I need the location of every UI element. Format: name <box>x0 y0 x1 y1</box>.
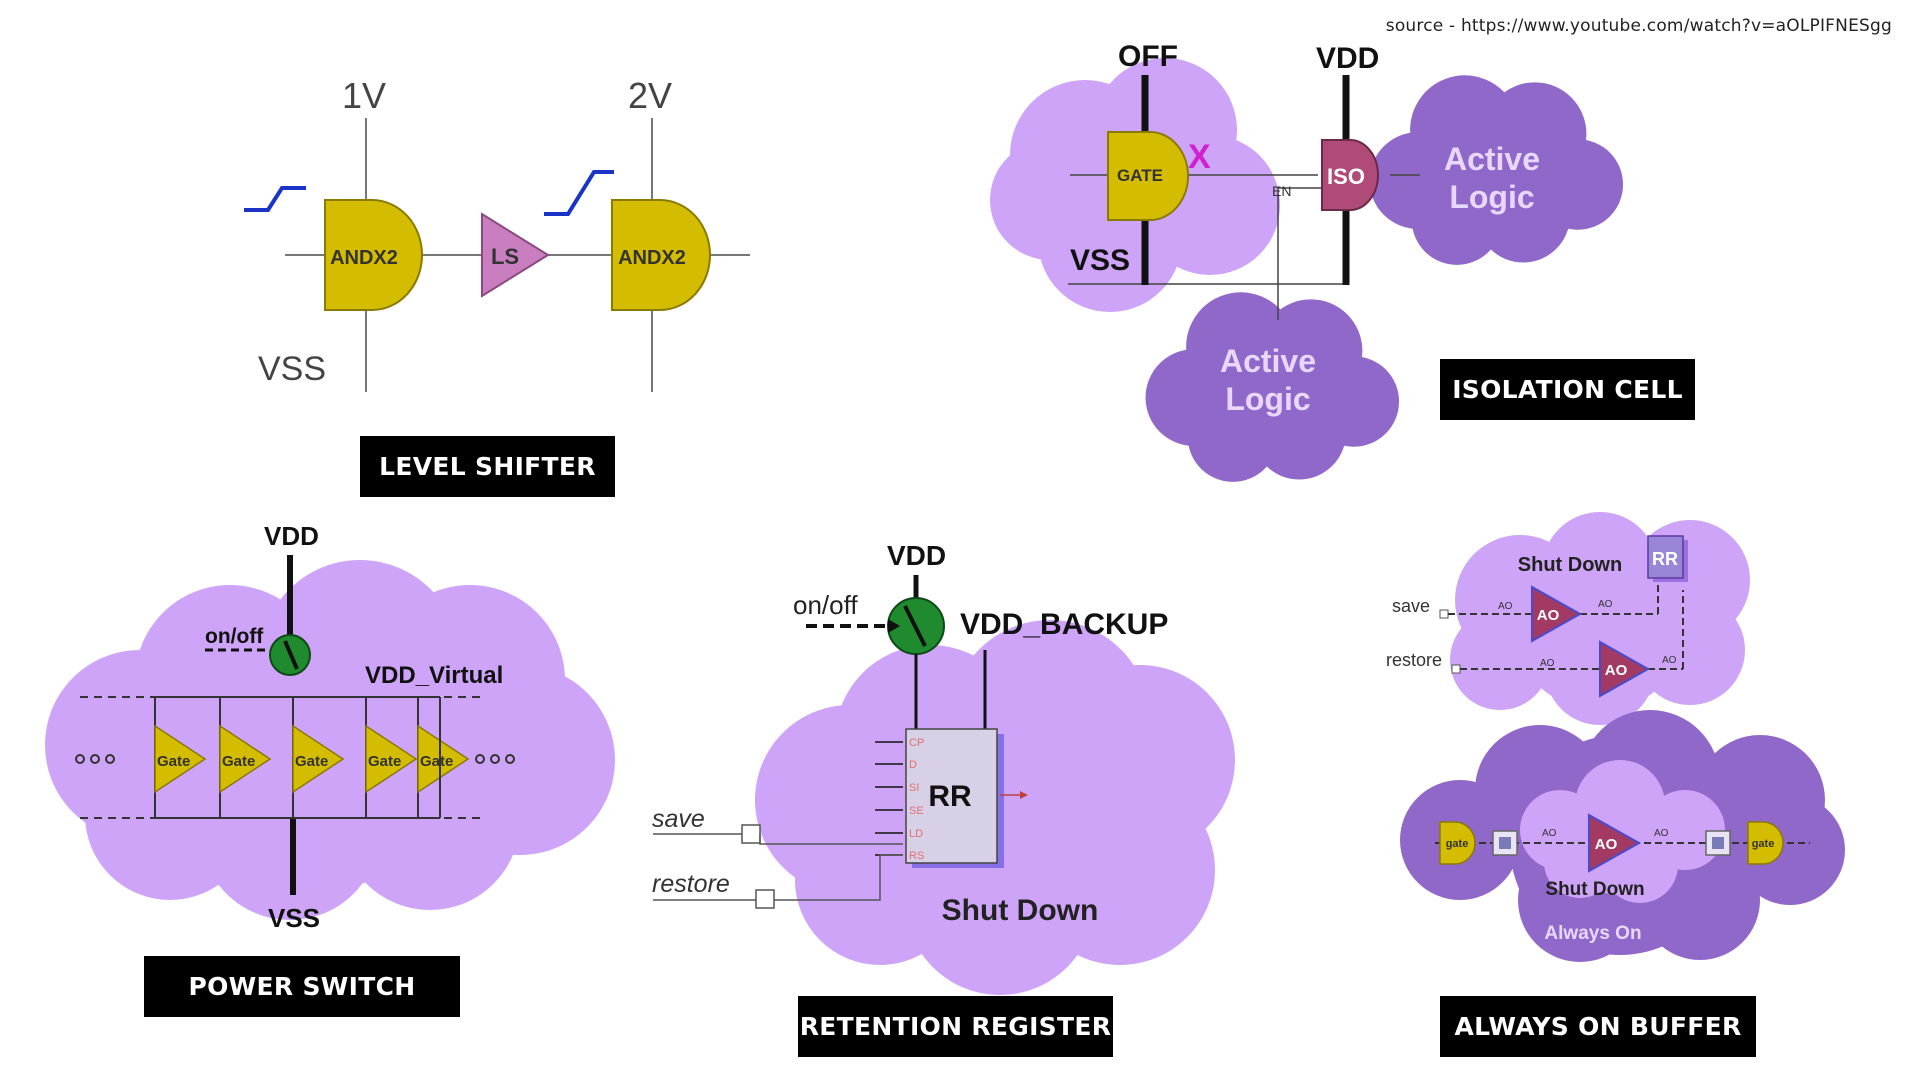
ao-buffer-restore <box>1599 640 1651 698</box>
always-on-buffer-diagram: Shut Down RR save AO AO AO restore AO AO… <box>1386 512 1845 962</box>
always-on-label: Always On <box>1544 923 1641 944</box>
ao-label-save: AO <box>1537 607 1560 624</box>
pin-cp: CP <box>909 737 924 749</box>
isolation-cell-caption: ISOLATION CELL <box>1440 359 1695 420</box>
ao-tag: AO <box>1654 828 1669 839</box>
save-label: save <box>1392 596 1430 616</box>
gate-label-3: Gate <box>295 753 328 770</box>
power-switch-diagram: VDD VSS on/off VDD_Virtual Gate Gate <box>45 521 615 933</box>
active-logic-bottom-line1: Active <box>1220 343 1316 379</box>
x-mark-icon: X <box>1188 138 1211 176</box>
gate-right <box>1747 821 1784 865</box>
ellipsis-left-icon <box>75 754 115 764</box>
onoff-label: on/off <box>793 590 858 620</box>
ao-tag: AO <box>1662 655 1677 666</box>
ao-tag: AO <box>1598 599 1613 610</box>
vdd-backup-label: VDD_BACKUP <box>960 608 1168 641</box>
isolation-cell-diagram: OFF VDD VSS GATE X EN ISO Active Logic A… <box>990 40 1624 482</box>
retention-register-caption: RETENTION REGISTER <box>798 996 1113 1057</box>
vss-label: VSS <box>268 903 320 933</box>
restore-label: restore <box>652 870 730 898</box>
and-gate-1 <box>324 199 423 311</box>
gate1-label: ANDX2 <box>330 247 398 269</box>
ao-tag: AO <box>1498 601 1513 612</box>
top-shut-down-label: Shut Down <box>1518 554 1622 576</box>
ao-buffer-main <box>1588 813 1642 873</box>
vss-label: VSS <box>258 350 326 388</box>
ao-label-main: AO <box>1595 836 1618 853</box>
ls-label: LS <box>491 244 519 269</box>
en-label: EN <box>1272 183 1291 199</box>
level-shifter-icon <box>481 212 550 298</box>
rail-2v-label: 2V <box>628 75 672 116</box>
and-gate-2 <box>611 199 711 311</box>
always-on-buffer-caption: ALWAYS ON BUFFER <box>1440 996 1756 1057</box>
power-switch-cloud <box>45 560 615 920</box>
gate-array: Gate Gate Gate Gate Gate <box>154 697 470 818</box>
ao-tag: AO <box>1542 828 1557 839</box>
pin-rs: RS <box>909 850 924 862</box>
ao-buffer-save <box>1531 585 1583 643</box>
high-voltage-edge-icon <box>544 170 614 216</box>
bottom-shut-down-label: Shut Down <box>1545 879 1644 900</box>
off-label: OFF <box>1118 40 1178 73</box>
rail-1v-label: 1V <box>342 75 386 116</box>
pin-si: SI <box>909 782 919 794</box>
gate-label: GATE <box>1117 166 1163 185</box>
iso-label: ISO <box>1327 164 1365 189</box>
retention-register-box <box>905 728 998 864</box>
shut-down-label: Shut Down <box>942 894 1099 927</box>
gate-left <box>1439 821 1476 865</box>
gate-label-2: Gate <box>222 753 255 770</box>
vdd-label: VDD <box>1316 42 1379 75</box>
gate2-label: ANDX2 <box>618 247 686 269</box>
gate-cell <box>1107 131 1189 221</box>
ao-label-restore: AO <box>1605 662 1628 679</box>
save-label: save <box>652 805 705 833</box>
power-switch-caption: POWER SWITCH <box>144 956 460 1017</box>
source-note: source - https://www.youtube.com/watch?v… <box>1385 16 1892 36</box>
vdd-label: VDD <box>264 521 319 551</box>
low-voltage-edge-icon <box>244 186 306 212</box>
restore-label: restore <box>1386 650 1442 670</box>
gate-left-label: gate <box>1446 838 1469 850</box>
pin-d: D <box>909 759 917 771</box>
active-logic-bottom-line2: Logic <box>1225 381 1310 417</box>
gate-label-5: Gate <box>420 753 453 770</box>
vdd-virtual-label: VDD_Virtual <box>365 662 503 689</box>
gate-right-label: gate <box>1752 838 1775 850</box>
restore-port <box>755 889 775 909</box>
save-port <box>741 824 761 844</box>
pin-ld: LD <box>909 828 923 840</box>
retention-register-diagram: VDD on/off VDD_BACKUP RR CP D SI SE LD R… <box>652 540 1235 995</box>
ellipsis-right-icon <box>475 754 515 764</box>
pin-se: SE <box>909 805 924 817</box>
level-shifter-diagram: 1V 2V VSS ANDX2 LS ANDX2 <box>244 75 750 392</box>
gate-label-1: Gate <box>157 753 190 770</box>
rr-label: RR <box>1652 549 1678 569</box>
active-logic-right-line1: Active <box>1444 141 1540 177</box>
ao-tag: AO <box>1540 658 1555 669</box>
onoff-label: on/off <box>205 625 264 648</box>
vss-label: VSS <box>1070 244 1130 277</box>
level-shifter-caption: LEVEL SHIFTER <box>360 436 615 497</box>
iso-cell <box>1321 139 1379 211</box>
rr-label: RR <box>928 780 972 813</box>
rr-box <box>1647 535 1684 579</box>
active-logic-right-line2: Logic <box>1449 179 1534 215</box>
vdd-label: VDD <box>887 540 946 571</box>
gate-label-4: Gate <box>368 753 401 770</box>
